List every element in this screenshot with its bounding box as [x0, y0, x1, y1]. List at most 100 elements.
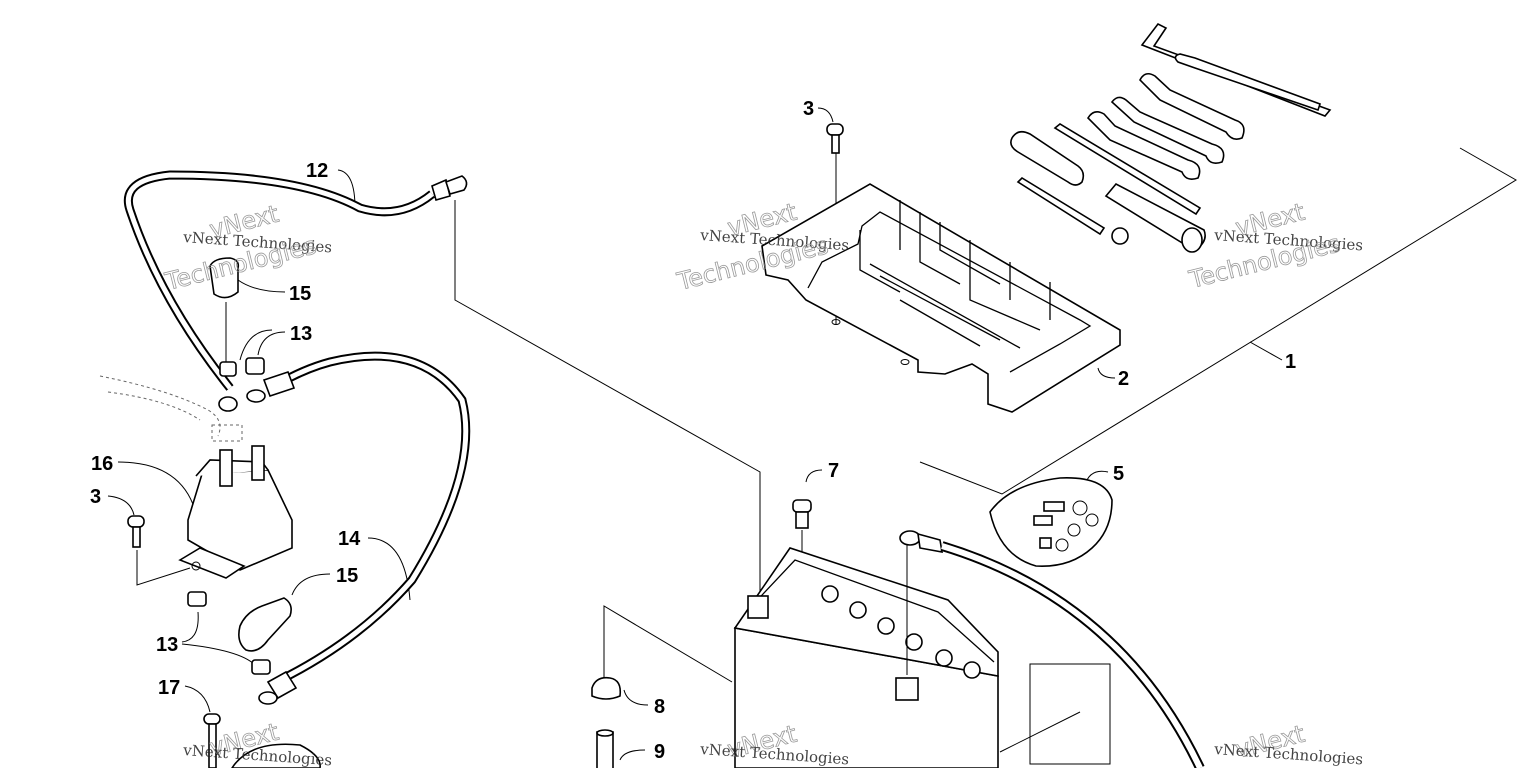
nut-13a-1 — [219, 361, 237, 377]
cable-12-crimp-end — [431, 178, 451, 201]
leader-13b-1 — [181, 611, 199, 643]
callout-8: 8 — [654, 696, 665, 718]
watermark-small: vNext Technologies — [1213, 740, 1364, 768]
tube-9 — [596, 729, 614, 768]
wrench-2 — [1139, 72, 1245, 140]
watermark-bottom-right: vNext vNext Technologies — [1213, 719, 1364, 768]
callout-5: 5 — [1113, 463, 1124, 485]
callout-13-lower: 13 — [156, 634, 178, 656]
callout-7: 7 — [828, 460, 839, 482]
leader-12-to-battery — [454, 200, 761, 600]
callout-17: 17 — [158, 677, 180, 699]
spark-plug-wrench-end — [1181, 227, 1203, 253]
solenoid-post-1 — [219, 449, 233, 487]
leader-8 — [623, 689, 649, 706]
nut-13b-2 — [251, 659, 271, 675]
screw-17-shank — [208, 723, 217, 768]
vent-tube-end — [596, 729, 614, 737]
solenoid-16 — [178, 445, 293, 579]
cable-12-jacket-inner — [126, 172, 434, 390]
tray-hole-2 — [900, 359, 910, 365]
leader-3b-axis — [136, 550, 191, 586]
watermark-right: vNext vNext Technologies Technologies — [1185, 197, 1363, 294]
leader-8-9-bracket — [603, 605, 733, 683]
leader-16 — [117, 461, 196, 511]
leader-13a-2 — [257, 331, 286, 356]
nut-13b-1 — [187, 591, 207, 607]
battery-cap-5 — [935, 649, 953, 667]
tray-compartments — [859, 200, 1051, 331]
battery-screw-7 — [792, 499, 812, 529]
star-washer — [1055, 538, 1069, 552]
tray-inner-rim — [807, 211, 1092, 373]
starter-motor-partial — [231, 743, 321, 768]
cable-14-ring-bottom — [258, 691, 278, 705]
washer-1 — [1072, 500, 1088, 516]
solenoid-post-2 — [251, 445, 265, 481]
extension-socket — [1111, 227, 1129, 245]
screw-shank — [831, 134, 840, 154]
nut-1 — [1039, 537, 1052, 549]
assembly-1-outline — [919, 147, 1517, 495]
callout-1: 1 — [1285, 351, 1296, 373]
wrench-3 — [1110, 96, 1225, 164]
leader-3b — [107, 495, 135, 516]
hardware-kit-5 — [989, 477, 1113, 567]
screwdriver-shaft — [1053, 123, 1202, 216]
tray-hole-1 — [831, 319, 841, 325]
cable-14-jacket-outer — [265, 351, 471, 685]
washer-2 — [1085, 513, 1099, 527]
leader-1 — [1249, 341, 1283, 361]
wrench-1 — [1174, 53, 1322, 112]
callout-15-lower: 15 — [336, 565, 358, 587]
battery-label — [1029, 663, 1111, 765]
battery-cap-6 — [963, 661, 981, 679]
cable-12 — [124, 170, 468, 412]
battery-top-rim — [747, 559, 995, 663]
boot-body — [209, 257, 240, 299]
screw-17 — [203, 713, 221, 768]
callout-15-top: 15 — [289, 283, 311, 305]
callout-12: 12 — [306, 160, 328, 182]
callout-14: 14 — [338, 528, 361, 550]
screw-3b-head — [127, 515, 145, 528]
leader-15a — [237, 279, 286, 293]
screw-head — [826, 123, 844, 136]
bolt-2 — [1033, 515, 1053, 526]
extension-bar — [1016, 176, 1106, 236]
cable-14-ring-top — [246, 389, 266, 403]
cable-14 — [258, 351, 471, 705]
watermark-bottom-left: vNext vNext Technologies — [182, 717, 333, 768]
callout-16: 16 — [91, 453, 113, 475]
leader-15b — [291, 573, 331, 596]
battery-terminal-negative — [747, 595, 769, 619]
tray-body — [761, 183, 1121, 413]
callout-9: 9 — [654, 741, 665, 763]
clip-8 — [591, 676, 622, 700]
dashed-wire-2 — [107, 391, 201, 421]
cable-14-crimp-bottom — [266, 670, 298, 700]
screw-3b-shank — [132, 526, 141, 548]
leader-13a-1 — [239, 329, 273, 361]
tray-slots — [869, 263, 1021, 349]
boot-15-lower — [238, 597, 292, 652]
screw-7-shank — [795, 511, 809, 529]
bolt-1 — [1043, 501, 1065, 512]
watermark-left: vNext vNext Technologies Technologies — [161, 199, 332, 296]
nuts-13-top — [219, 357, 266, 403]
cable-12-ring-end — [444, 175, 468, 195]
screw-3-top — [826, 123, 844, 154]
screw-17-head — [203, 713, 221, 725]
vent-tube — [596, 731, 614, 768]
screw-7-head — [792, 499, 812, 513]
battery-cap-4 — [905, 633, 923, 651]
cable-jacket-inner — [941, 543, 1203, 768]
battery-strap — [999, 711, 1081, 753]
callout-13-top: 13 — [290, 323, 312, 345]
callouts: 1 2 3 3 5 7 8 9 12 13 13 14 15 15 16 17 — [90, 98, 1296, 763]
callout-3-top: 3 — [803, 98, 814, 120]
solenoid-mount-hole — [191, 561, 201, 571]
boot-15b-body — [238, 597, 292, 652]
battery-terminal-positive — [895, 677, 919, 701]
